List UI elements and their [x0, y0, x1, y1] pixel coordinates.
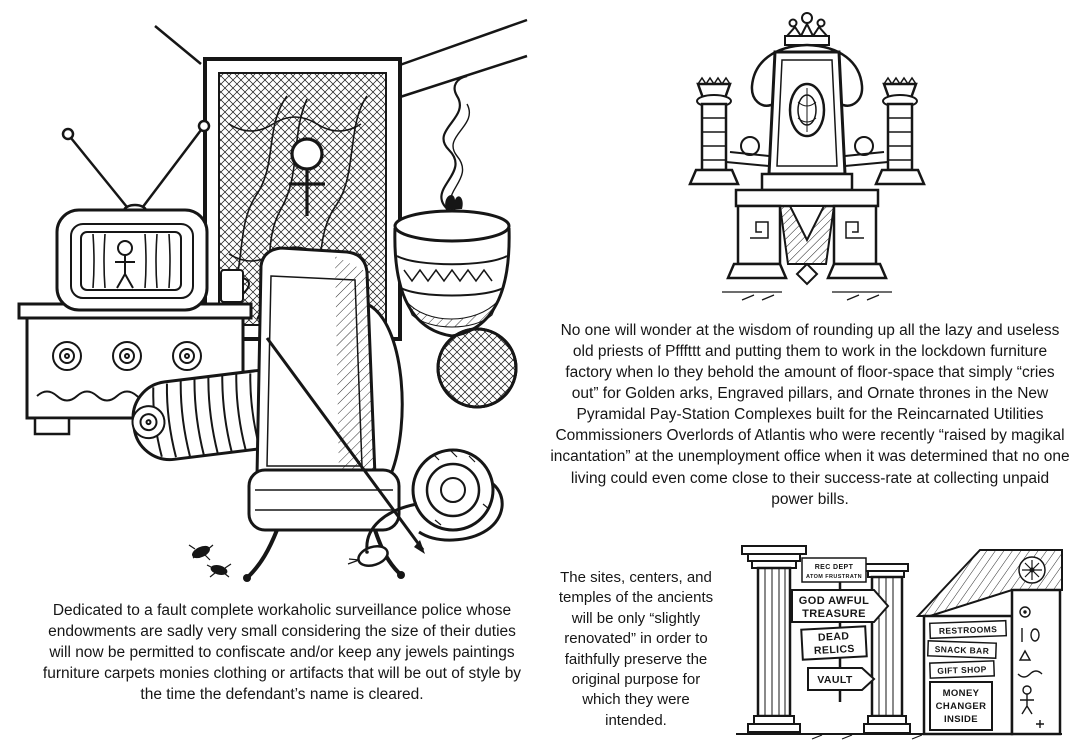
recliner-chair-icon [243, 246, 425, 582]
confiscation-caption: Dedicated to a fault complete workaholic… [42, 602, 522, 704]
rec-dept-sign: REC DEPT ATOM FRUSTRATN [801, 557, 867, 583]
snack-bar-sign: SNACK BAR [926, 640, 997, 659]
tv-screen-bars [92, 233, 171, 289]
gift-shop-sign-label: GIFT SHOP [937, 664, 987, 676]
tv-figure-icon [115, 240, 135, 289]
ankh-icon [289, 137, 325, 216]
throne-illustration-svg [688, 12, 926, 301]
throne-left-column [688, 76, 740, 186]
money-changer-line3: INSIDE [944, 714, 978, 725]
snack-bar-sign-label: SNACK BAR [935, 644, 990, 656]
cup-icon [220, 269, 250, 303]
temple-caption: The sites, centers, and temples of the a… [558, 569, 714, 729]
snake-icon [347, 448, 504, 567]
rec-dept-sign-line1: REC DEPT [815, 564, 854, 571]
money-changer-sign: MONEY CHANGER INSIDE [929, 681, 993, 731]
throne-caption: No one will wonder at the wisdom of roun… [550, 322, 1070, 508]
throne-icon [688, 12, 926, 301]
restrooms-sign-label: RESTROOMS [939, 624, 998, 636]
restrooms-sign: RESTROOMS [929, 619, 1008, 640]
tv-antenna-icon [61, 119, 211, 219]
money-changer-line2: CHANGER [936, 701, 987, 712]
furniture-illustration [5, 4, 540, 599]
money-changer-line1: MONEY [943, 688, 980, 699]
temple-illustration: REC DEPT ATOM FRUSTRATN GOD AWFUL TREASU… [722, 538, 1067, 743]
relics-sign-line2: RELICS [814, 643, 855, 657]
flame-icon [445, 195, 463, 210]
tv-icon [55, 119, 211, 312]
ground-line [736, 733, 1062, 740]
furniture-illustration-svg [17, 18, 528, 582]
temple-left-column [741, 545, 807, 733]
hieroglyph-doodles [1017, 606, 1044, 728]
treasure-sign-line2: TREASURE [802, 608, 866, 620]
urn-icon [393, 74, 511, 338]
throne-illustration [662, 6, 952, 311]
treasure-sign: GOD AWFUL TREASURE [791, 589, 890, 623]
relics-sign-line1: DEAD [818, 630, 850, 644]
throne-right-column [874, 76, 926, 186]
drum-icon [436, 327, 518, 409]
sunburst-icon [1018, 556, 1046, 584]
smoke-icon [440, 74, 470, 213]
temple-illustration-svg: REC DEPT ATOM FRUSTRATN GOD AWFUL TREASU… [736, 545, 1063, 740]
relics-sign: DEAD RELICS [800, 625, 868, 661]
vault-sign: VAULT [807, 667, 876, 691]
treasure-sign-line1: GOD AWFUL [799, 595, 869, 607]
rec-dept-sign-line2: ATOM FRUSTRATN [806, 574, 862, 580]
gift-shop-building: RESTROOMS SNACK BAR GIFT SHOP MONEY CHAN… [915, 549, 1063, 736]
gift-shop-sign: GIFT SHOP [928, 660, 996, 679]
staff-icon [265, 337, 425, 554]
vault-sign-label: VAULT [817, 674, 853, 686]
bug-icons [188, 544, 232, 578]
